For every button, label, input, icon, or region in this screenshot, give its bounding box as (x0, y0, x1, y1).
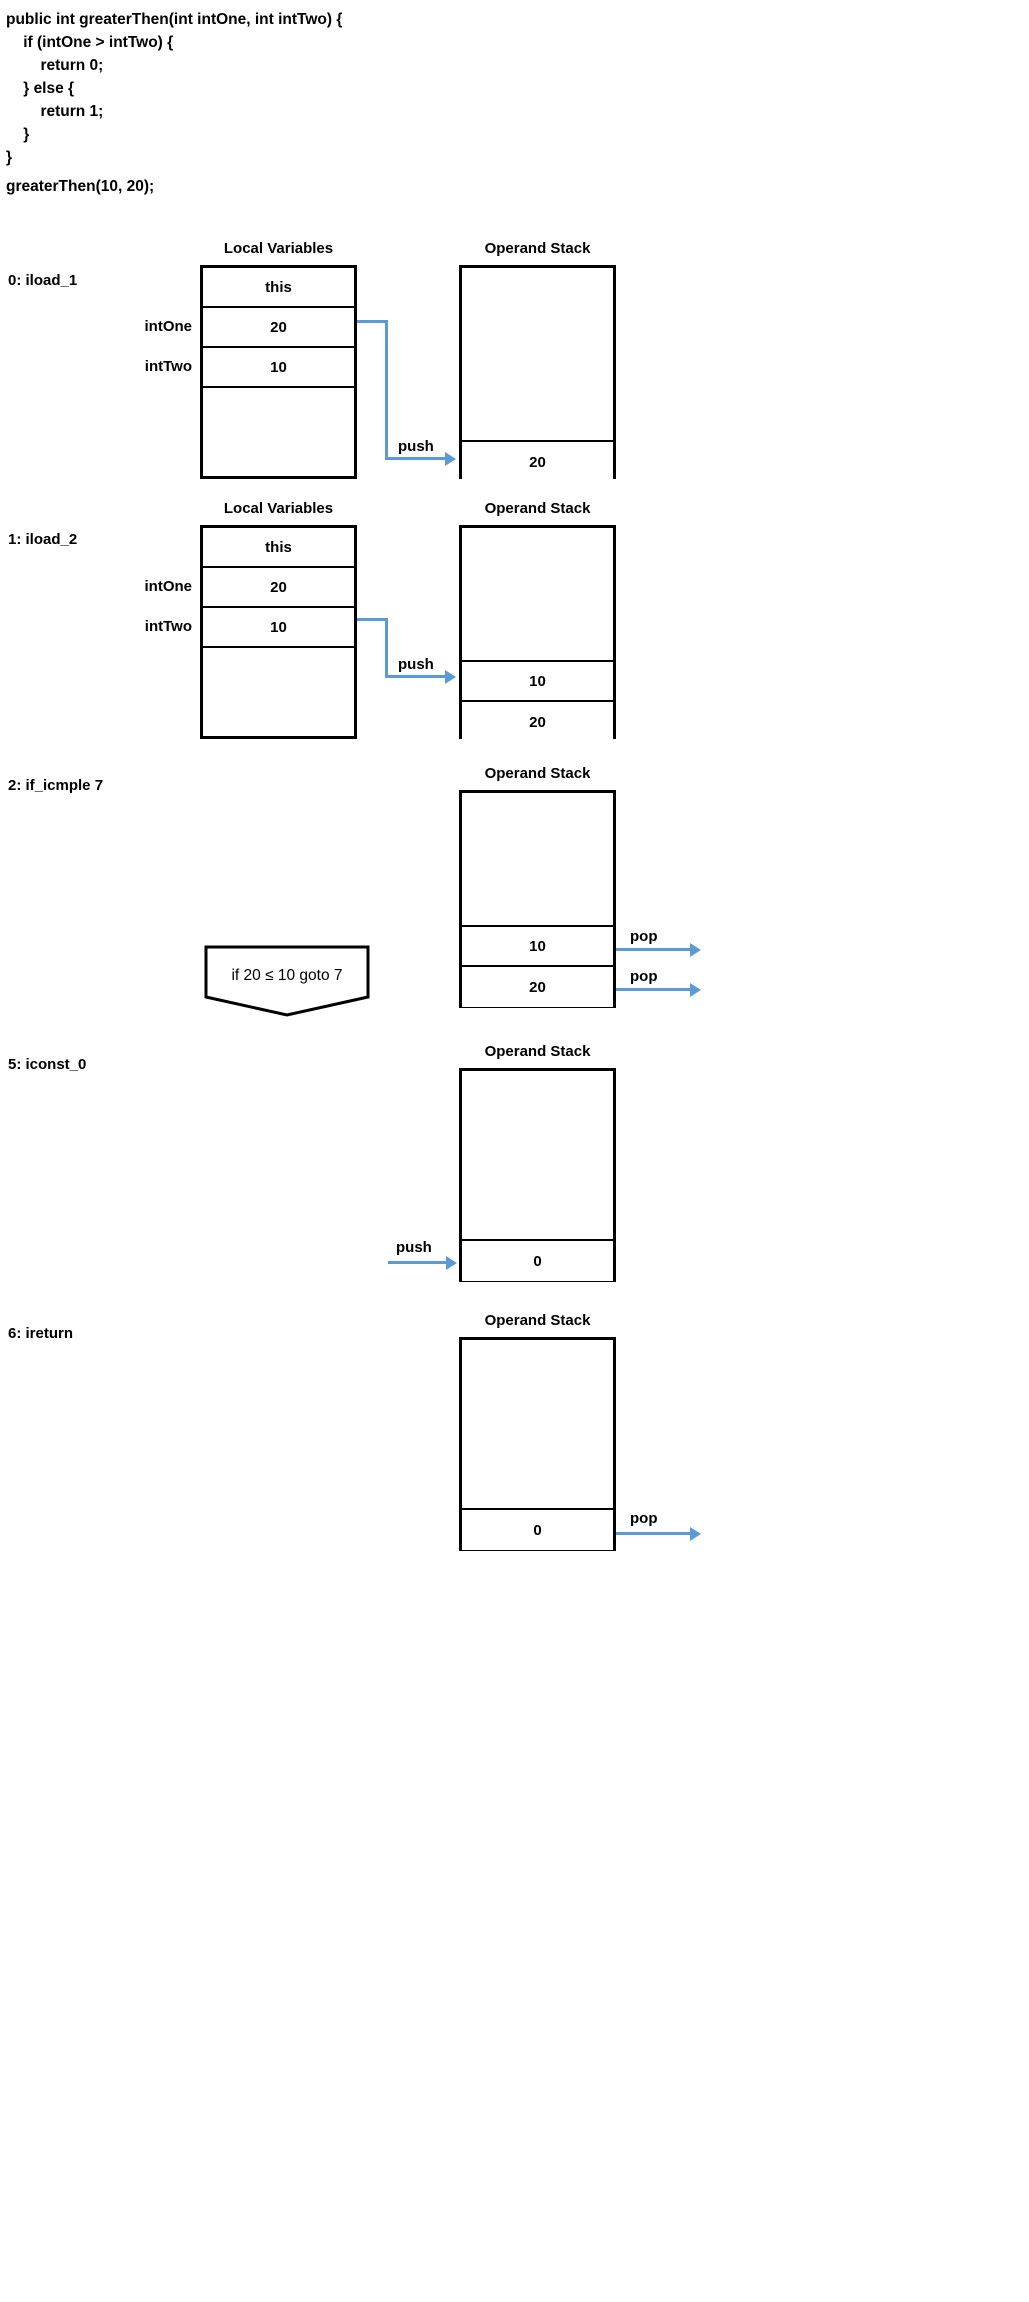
operand-stack-title-1: Operand Stack (484, 500, 591, 517)
operand-slot-2-2: 20 (462, 967, 613, 1007)
operand-slot-2-1: 10 (462, 927, 613, 967)
operand-slot-3-0 (462, 1071, 613, 1241)
local-var-name-1-2: intTwo (144, 618, 192, 635)
local-var-slot-0-3 (203, 388, 354, 476)
instruction-label-0: 0: iload_1 (8, 272, 78, 289)
operand-slot-4-1: 0 (462, 1510, 613, 1550)
operand-slot-0-1 (462, 355, 613, 442)
push-arrow-0-head (445, 452, 456, 466)
operand-stack-title-0: Operand Stack (484, 240, 591, 257)
operand-stack-box-3: 0 (459, 1068, 616, 1282)
instruction-label-4: 6: ireturn (8, 1325, 74, 1342)
operand-slot-0-0 (462, 268, 613, 355)
local-var-slot-1-3 (203, 648, 354, 736)
instruction-label-2: 2: if_icmple 7 (8, 777, 104, 794)
push-arrow-1-head (445, 670, 456, 684)
push-arrow-1-horizontal-bottom (385, 675, 445, 678)
operand-slot-4-0 (462, 1340, 613, 1510)
local-var-slot-1-0: this (203, 528, 354, 568)
operand-stack-box-2: 10 20 (459, 790, 616, 1008)
pop-arrow-2-1-line (616, 988, 690, 991)
local-var-slot-0-0: this (203, 268, 354, 308)
operand-slot-2-0 (462, 793, 613, 927)
instruction-label-3: 5: iconst_0 (8, 1056, 87, 1073)
operand-slot-0-2: 20 (462, 442, 613, 482)
pop-arrow-2-0-head (690, 943, 701, 957)
local-variables-title-0: Local Variables (223, 240, 334, 257)
local-var-name-0-2: intTwo (144, 358, 192, 375)
operand-stack-box-0: 20 (459, 265, 616, 482)
condition-shape-2: if 20 ≤ 10 goto 7 (204, 945, 370, 1017)
local-var-slot-1-2: 10 (203, 608, 354, 648)
pop-arrow-2-0-line (616, 948, 690, 951)
local-var-name-0-1: intOne (144, 318, 193, 335)
push-arrow-0-horizontal-bottom (385, 457, 445, 460)
local-var-slot-0-2: 10 (203, 348, 354, 388)
push-arrow-3-line (388, 1261, 446, 1264)
operand-slot-1-0 (462, 528, 613, 662)
pop-arrow-4-head (690, 1527, 701, 1541)
operand-stack-title-4: Operand Stack (484, 1312, 591, 1329)
instruction-label-1: 1: iload_2 (8, 531, 78, 548)
operand-slot-3-1: 0 (462, 1241, 613, 1281)
method-invocation-line: greaterThen(10, 20); (6, 178, 155, 195)
operand-stack-box-4: 0 (459, 1337, 616, 1551)
condition-text-2: if 20 ≤ 10 goto 7 (231, 967, 343, 984)
pop-arrow-4-line (616, 1532, 690, 1535)
operand-stack-box-1: 10 20 (459, 525, 616, 742)
push-arrow-0-horizontal-top (357, 320, 388, 323)
operand-stack-title-2: Operand Stack (484, 765, 591, 782)
push-label-3: push (396, 1239, 432, 1256)
push-label-0: push (398, 438, 434, 455)
push-arrow-1-vertical (385, 618, 388, 678)
local-variables-title-1: Local Variables (223, 500, 334, 517)
push-arrow-3-head (446, 1256, 457, 1270)
local-var-slot-1-1: 20 (203, 568, 354, 608)
local-variables-box-1: this 20 10 (200, 525, 357, 739)
push-arrow-0-vertical (385, 320, 388, 460)
operand-slot-1-2: 20 (462, 702, 613, 742)
pop-arrow-2-1-head (690, 983, 701, 997)
operand-stack-title-3: Operand Stack (484, 1043, 591, 1060)
local-var-name-1-1: intOne (144, 578, 193, 595)
pop-label-2-0: pop (630, 928, 658, 945)
operand-slot-1-1: 10 (462, 662, 613, 702)
pop-label-2-1: pop (630, 968, 658, 985)
local-var-slot-0-1: 20 (203, 308, 354, 348)
java-source-code: public int greaterThen(int intOne, int i… (6, 11, 343, 166)
push-label-1: push (398, 656, 434, 673)
local-variables-box-0: this 20 10 (200, 265, 357, 479)
pop-label-4: pop (630, 1510, 658, 1527)
push-arrow-1-horizontal-top (357, 618, 388, 621)
